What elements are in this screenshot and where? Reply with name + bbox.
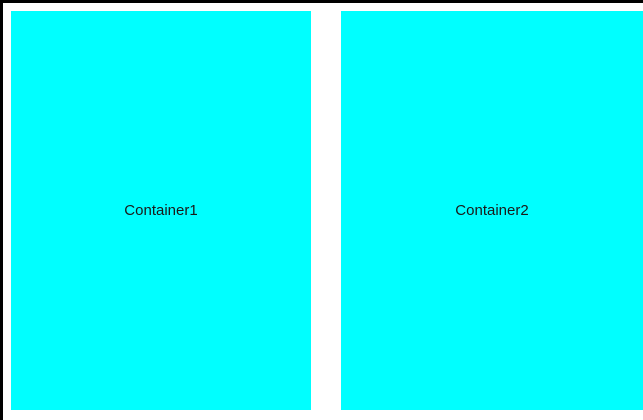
container-1-label: Container1: [124, 202, 198, 219]
container-2: Container2: [341, 11, 643, 410]
window-frame-left: [0, 0, 3, 420]
window-frame-top: [0, 0, 643, 3]
container-1: Container1: [11, 11, 311, 410]
container-2-label: Container2: [455, 202, 529, 219]
